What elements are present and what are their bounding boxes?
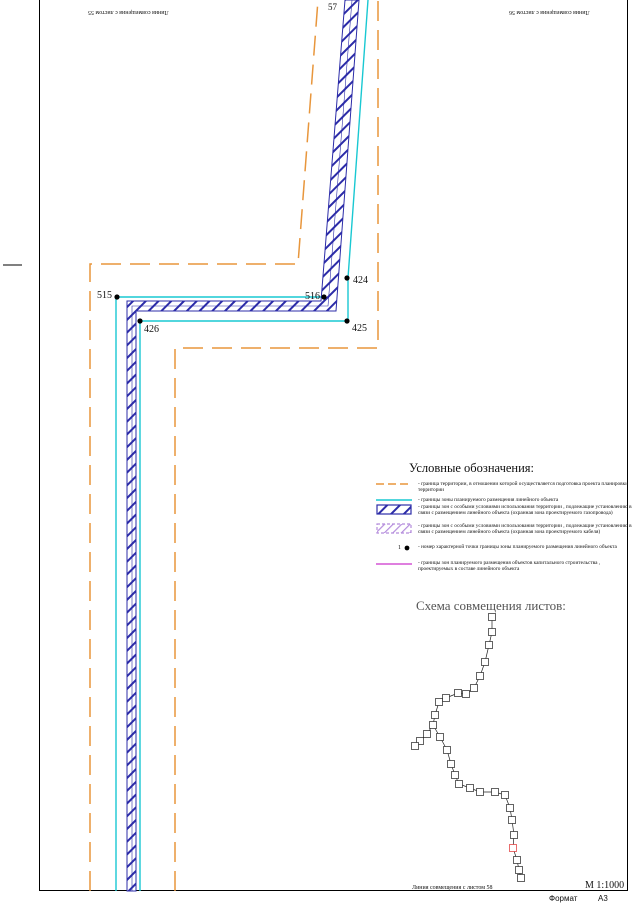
scheme-cell xyxy=(506,804,514,812)
legend-title: Условные обозначения: xyxy=(409,461,535,475)
zone-boundary-outer xyxy=(115,0,351,891)
scheme-cell xyxy=(442,694,450,702)
scheme-cell xyxy=(423,730,431,738)
legend-item-territory: - граница территории, в отношении которо… xyxy=(374,481,630,504)
scheme-cell xyxy=(411,742,419,750)
scheme-cell xyxy=(447,760,455,768)
legend-symbol-blue-hatch xyxy=(376,504,412,515)
legend-text-cable-zone: - границы зон с особыми условиями исполь… xyxy=(418,523,632,536)
legend-text-capital-objects: - границы зон планируемого размещения об… xyxy=(418,560,601,573)
scheme-cell xyxy=(510,831,518,839)
sheet-frame xyxy=(39,0,628,891)
point-label-515: 515 xyxy=(97,290,112,301)
point-label-424: 424 xyxy=(353,275,368,286)
scheme-cell xyxy=(476,672,484,680)
scheme-cell-current-sheet xyxy=(509,844,517,852)
match-line-top-left: Линия совмещения с листом 55 xyxy=(88,9,169,15)
format-value: А3 xyxy=(598,894,608,903)
point-label-426: 426 xyxy=(144,324,159,335)
scheme-cell xyxy=(462,690,470,698)
legend-item-zone: - границы зоны планируемого размещения л… xyxy=(374,497,630,520)
scheme-cell xyxy=(470,684,478,692)
point-label-425: 425 xyxy=(352,323,367,334)
scheme-cell xyxy=(429,721,437,729)
point-marker-516 xyxy=(321,294,327,300)
format-label: Формат xyxy=(549,894,578,903)
legend-text-point: - номер характерной точки границы зоны п… xyxy=(418,544,617,550)
legend-point-number: 1 xyxy=(398,545,401,551)
territory-boundary-right xyxy=(174,0,379,891)
territory-boundary-left xyxy=(89,0,319,891)
scheme-cell xyxy=(454,689,462,697)
scheme-cell xyxy=(416,737,424,745)
scheme-cell xyxy=(443,746,451,754)
scheme-cell xyxy=(501,791,509,799)
scheme-cell xyxy=(491,788,499,796)
match-line-top-right: Линия совмещения с листом 56 xyxy=(509,9,590,15)
point-label-516: 516 xyxy=(305,291,320,302)
scheme-cell xyxy=(431,711,439,719)
sheet-scheme xyxy=(414,617,522,879)
protective-zone-axis xyxy=(131,0,353,891)
point-marker-424 xyxy=(344,275,350,281)
point-marker-515 xyxy=(114,294,120,300)
scheme-cell xyxy=(436,733,444,741)
scheme-cell xyxy=(485,641,493,649)
scheme-cell xyxy=(508,816,516,824)
scheme-cell xyxy=(481,658,489,666)
scheme-cell xyxy=(455,780,463,788)
scheme-cell xyxy=(517,874,525,882)
scheme-cell xyxy=(488,628,496,636)
legend-symbol-point xyxy=(404,545,410,551)
scheme-title: Схема совмещения листов: xyxy=(416,598,566,613)
legend-item-capital-objects: - границы зон планируемого размещения об… xyxy=(374,560,630,583)
legend-item-gas-protective-zone: - границы зон с особыми условиями исполь… xyxy=(374,504,632,527)
legend-symbol-violet-hatch xyxy=(376,523,412,534)
scheme-cell xyxy=(451,771,459,779)
match-line-bottom: Линия совмещения с листом 58 xyxy=(412,885,493,891)
zone-boundary-inner xyxy=(139,0,369,891)
sheet-scheme-cells xyxy=(411,613,525,882)
scheme-cell xyxy=(515,866,523,874)
legend-item-point: 1 - номер характерной точки границы зоны… xyxy=(374,544,630,567)
sheet-number: 57 xyxy=(328,2,337,12)
scheme-cell xyxy=(466,784,474,792)
legend-text-territory: - граница территории, в отношении которо… xyxy=(418,481,629,494)
scheme-cell xyxy=(435,698,443,706)
scheme-cell xyxy=(476,788,484,796)
scheme-cell xyxy=(488,613,496,621)
protective-zone-hatch xyxy=(126,0,360,892)
legend-text-zone: - границы зоны планируемого размещения л… xyxy=(418,497,559,503)
point-marker-425 xyxy=(344,318,350,324)
legend-text-gas-zone: - границы зон с особыми условиями исполь… xyxy=(418,504,632,517)
scale-label: М 1:1000 xyxy=(585,880,625,891)
scheme-cell xyxy=(513,856,521,864)
point-marker-426 xyxy=(137,318,143,324)
legend-item-cable-protective-zone: - границы зон с особыми условиями исполь… xyxy=(374,523,632,546)
